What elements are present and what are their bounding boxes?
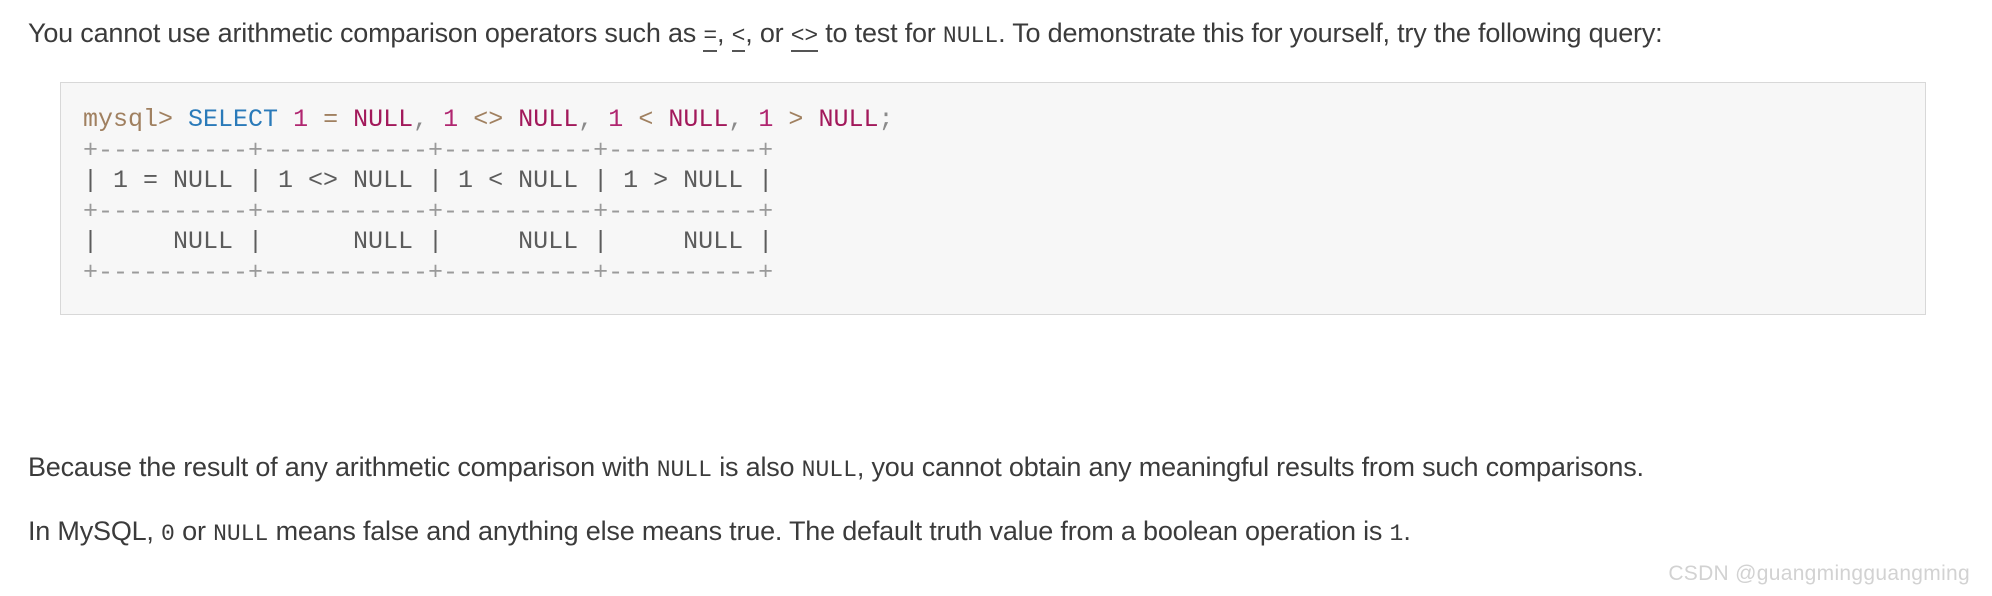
inmysql-text-part1: In MySQL, bbox=[28, 516, 162, 546]
intro-separator-2: , or bbox=[745, 18, 791, 48]
code-comma-2: , bbox=[578, 105, 594, 134]
code-line-query: mysql> SELECT 1 = NULL, 1 <> NULL, 1 < N… bbox=[83, 105, 1925, 136]
code-space bbox=[173, 105, 188, 134]
code-space bbox=[428, 105, 443, 134]
intro-text-part2: to test for bbox=[817, 18, 943, 48]
number-literal-2: 1 bbox=[443, 105, 459, 134]
inmysql-text-part3: means false and anything else means true… bbox=[268, 516, 1390, 546]
result-header-row: | 1 = NULL | 1 <> NULL | 1 < NULL | 1 > … bbox=[83, 166, 774, 195]
because-text-part2: is also bbox=[711, 452, 802, 482]
code-null-2: NULL bbox=[518, 105, 579, 134]
code-space bbox=[743, 105, 758, 134]
intro-text-part1: You cannot use arithmetic comparison ope… bbox=[28, 18, 704, 48]
intro-separator-1: , bbox=[717, 18, 732, 48]
intro-text-part3: . To demonstrate this for yourself, try … bbox=[998, 18, 1663, 48]
intro-paragraph: You cannot use arithmetic comparison ope… bbox=[28, 16, 1663, 53]
code-space bbox=[653, 105, 668, 134]
because-text-part1: Because the result of any arithmetic com… bbox=[28, 452, 657, 482]
inmysql-paragraph: In MySQL, 0 or NULL means false and anyt… bbox=[28, 514, 1411, 551]
code-operator-less-than: < bbox=[638, 105, 654, 134]
code-operator-not-equal: <> bbox=[473, 105, 504, 134]
inmysql-text-part4: . bbox=[1403, 516, 1411, 546]
null-literal-because-1: NULL bbox=[656, 457, 712, 483]
code-null-1: NULL bbox=[353, 105, 414, 134]
code-space bbox=[458, 105, 473, 134]
code-null-3: NULL bbox=[668, 105, 729, 134]
code-space bbox=[503, 105, 518, 134]
code-comma-3: , bbox=[728, 105, 744, 134]
number-literal-3: 1 bbox=[608, 105, 624, 134]
keyword-select: SELECT bbox=[188, 105, 279, 134]
one-literal: 1 bbox=[1389, 521, 1404, 547]
operator-less-than: < bbox=[731, 23, 745, 52]
code-space bbox=[773, 105, 788, 134]
inmysql-text-part2: or bbox=[174, 516, 214, 546]
result-data-row: | NULL | NULL | NULL | NULL | bbox=[83, 227, 774, 256]
result-rule-bottom: +----------+-----------+----------+-----… bbox=[83, 257, 774, 287]
zero-literal: 0 bbox=[161, 521, 175, 547]
number-literal-4: 1 bbox=[758, 105, 774, 134]
code-semicolon: ; bbox=[878, 105, 894, 134]
code-operator-equals: = bbox=[323, 105, 339, 134]
code-operator-greater-than: > bbox=[788, 105, 804, 134]
code-content: mysql> SELECT 1 = NULL, 1 <> NULL, 1 < N… bbox=[61, 83, 1925, 288]
code-space bbox=[308, 105, 323, 134]
result-rule-middle: +----------+-----------+----------+-----… bbox=[83, 196, 774, 226]
because-text-part3: , you cannot obtain any meaningful resul… bbox=[856, 452, 1644, 482]
null-literal-because-2: NULL bbox=[801, 457, 857, 483]
number-literal-1: 1 bbox=[293, 105, 309, 134]
csdn-watermark: CSDN @guangmingguangming bbox=[1668, 562, 1970, 585]
code-space bbox=[803, 105, 818, 134]
code-block: mysql> SELECT 1 = NULL, 1 <> NULL, 1 < N… bbox=[60, 82, 1926, 315]
code-null-4: NULL bbox=[818, 105, 879, 134]
code-space bbox=[278, 105, 293, 134]
code-space bbox=[593, 105, 608, 134]
operator-equals: = bbox=[703, 23, 717, 52]
null-literal-inmysql: NULL bbox=[213, 521, 269, 547]
code-space bbox=[623, 105, 638, 134]
because-paragraph: Because the result of any arithmetic com… bbox=[28, 450, 1644, 487]
operator-not-equal: <> bbox=[790, 23, 818, 52]
result-rule-top: +----------+-----------+----------+-----… bbox=[83, 135, 774, 165]
mysql-prompt: mysql> bbox=[83, 105, 174, 134]
code-space bbox=[338, 105, 353, 134]
null-literal-intro: NULL bbox=[942, 23, 999, 49]
code-comma-1: , bbox=[413, 105, 429, 134]
